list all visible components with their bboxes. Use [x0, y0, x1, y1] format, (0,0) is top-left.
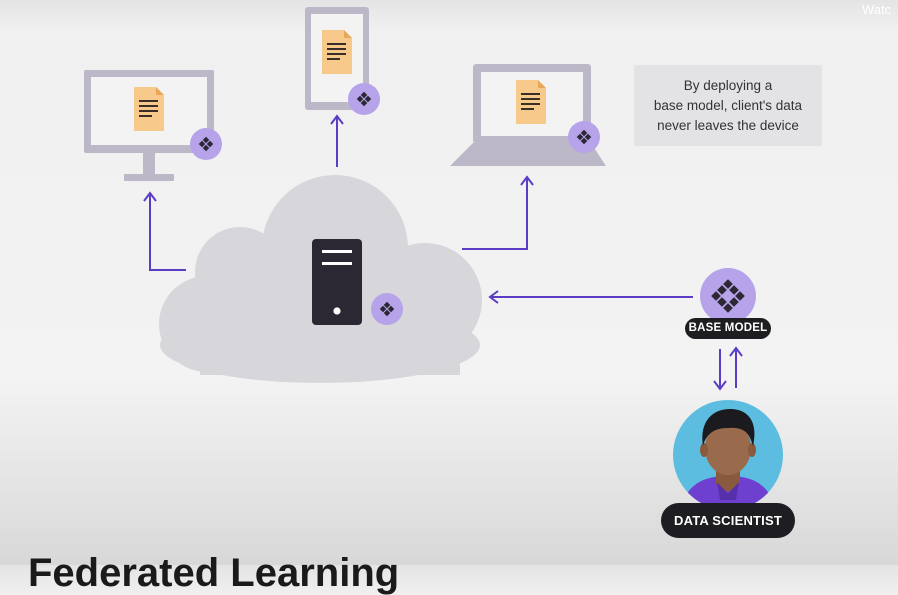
federated-learning-diagram — [84, 7, 783, 510]
data-scientist-label: DATA SCIENTIST — [661, 503, 795, 538]
arrow-icon — [143, 191, 186, 271]
caption-line-1: By deploying a — [683, 77, 773, 93]
server-model-badge-icon — [371, 293, 403, 325]
arrow-icon — [488, 290, 693, 304]
person-avatar-icon — [673, 400, 783, 510]
cloud-icon — [159, 175, 482, 383]
caption-line-2: base model, client's data — [653, 97, 803, 113]
document-icon — [516, 80, 546, 124]
info-caption-box: By deploying a base model, client's data… — [634, 65, 822, 146]
phone-model-badge-icon — [348, 83, 380, 115]
document-icon — [134, 87, 164, 131]
desktop-model-badge-icon — [190, 128, 222, 160]
server-icon — [312, 239, 362, 325]
watch-later-label[interactable]: Watc — [862, 2, 892, 17]
base-model-label: BASE MODEL — [685, 318, 771, 339]
laptop-model-badge-icon — [568, 121, 600, 153]
arrow-icon — [713, 346, 743, 391]
document-icon — [322, 30, 352, 74]
arrow-icon — [462, 175, 534, 250]
model-network-icon — [700, 268, 756, 324]
arrow-icon — [330, 114, 344, 167]
page-title: Federated Learning — [28, 551, 400, 595]
caption-line-3: never leaves the device — [657, 117, 799, 133]
